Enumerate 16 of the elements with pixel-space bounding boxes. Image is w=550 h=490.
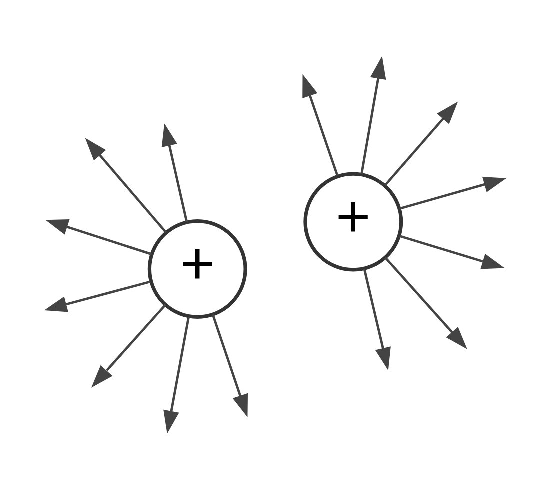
arrow xyxy=(84,138,166,234)
arrow xyxy=(384,256,467,350)
arrow xyxy=(91,304,166,388)
arrow xyxy=(44,280,150,312)
arrow xyxy=(362,268,390,371)
arrow xyxy=(384,102,458,187)
arrow xyxy=(399,235,504,270)
node-circle: + xyxy=(303,172,403,272)
arrow xyxy=(161,124,188,223)
arrow xyxy=(163,316,190,434)
arrow xyxy=(45,220,152,256)
node-circle: + xyxy=(147,220,247,319)
arrow xyxy=(302,74,338,176)
arrow xyxy=(360,56,386,175)
arrow xyxy=(211,314,248,418)
arrow xyxy=(398,176,506,210)
